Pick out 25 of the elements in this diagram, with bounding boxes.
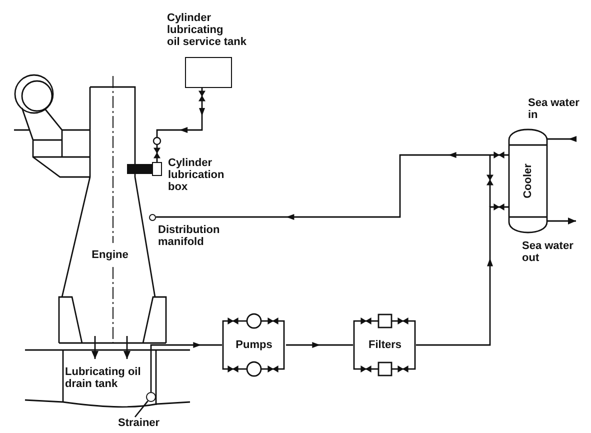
strainer (146, 392, 156, 402)
tank-label: Lubricating oil drain tank (65, 366, 141, 390)
pipe-arrow (150, 342, 222, 392)
part-label: Cylinder lubricating oil service tank (167, 12, 246, 48)
cooler-label: Cooler (522, 164, 534, 198)
pipe-arrow (547, 218, 576, 224)
part-label: Strainer (118, 417, 160, 429)
service-tank (185, 57, 232, 88)
pipe-arrow (156, 88, 205, 162)
flow-label: Sea water out (522, 240, 574, 264)
leader-line (134, 400, 148, 418)
part-label: Cylinder lubrication box (168, 157, 224, 193)
lubricator-box (152, 162, 162, 176)
part-label: Distribution manifold (158, 224, 220, 248)
unit-label: Pumps (236, 339, 272, 351)
flow-label: Sea water in (528, 97, 580, 121)
pipe-arrow (156, 152, 509, 220)
engine-label: Engine (92, 249, 128, 261)
pipe-arrow (547, 136, 577, 142)
pipe-arrow (286, 342, 353, 348)
pipe-arrow (416, 206, 509, 346)
manifold-port (149, 214, 156, 220)
drain-arrow (124, 336, 130, 359)
drain-arrow (92, 336, 98, 359)
unit-label: Filters (368, 339, 402, 351)
